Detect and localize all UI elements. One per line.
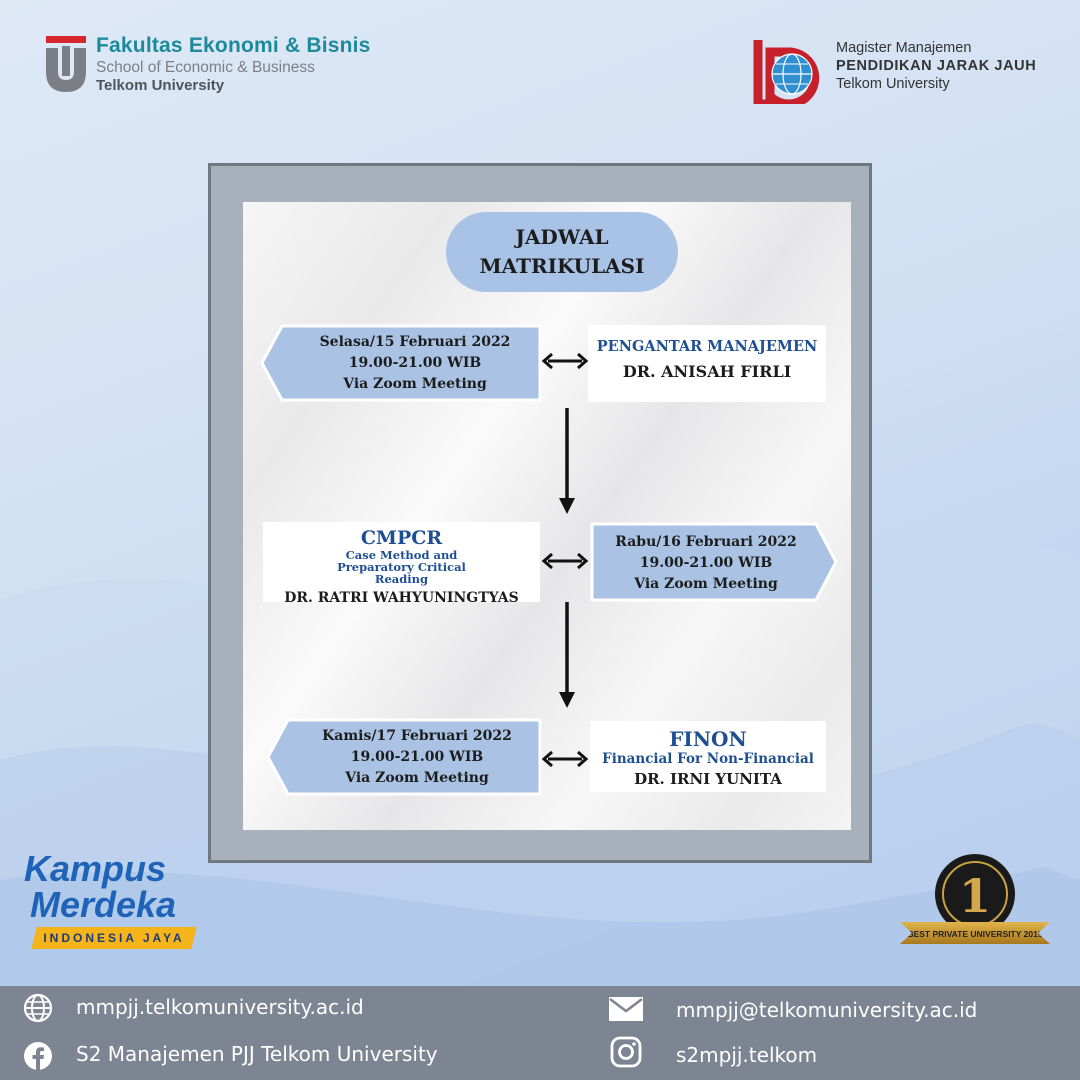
faculty-logo: Fakultas Ekonomi & Bisnis School of Econ… [46, 34, 406, 94]
program-line3: Telkom University [836, 76, 950, 92]
session-3-lecturer: DR. IRNI YUNITA [634, 770, 782, 788]
program-line1: Magister Manajemen [836, 40, 972, 56]
session-2-time: 19.00-21.00 WIB [639, 555, 773, 571]
mail-icon [609, 997, 643, 1021]
session-3-course-name: Financial For Non-Financial [602, 751, 814, 767]
double-arrow-icon [541, 552, 589, 570]
session-1-lecturer: DR. ANISAH FIRLI [622, 362, 792, 381]
session-2-place: Via Zoom Meeting [634, 576, 778, 592]
session-3-date: Kamis/17 Februari 2022 [322, 728, 512, 744]
instagram-icon [610, 1036, 642, 1068]
kampus-band: INDONESIA JAYA [31, 927, 197, 949]
footer-website[interactable]: mmpjj.telkomuniversity.ac.id [76, 995, 364, 1019]
footer-instagram[interactable]: s2mpjj.telkom [676, 1043, 818, 1067]
double-arrow-icon [541, 750, 589, 768]
title-line2: MATRIKULASI [479, 254, 645, 278]
facebook-icon [24, 1042, 52, 1070]
session-1-course-box: PENGANTAR MANAJEMEN DR. ANISAH FIRLI [588, 325, 826, 402]
rank-label: BEST PRIVATE UNIVERSITY 2019 [907, 929, 1043, 939]
best-university-badge: 1 BEST PRIVATE UNIVERSITY 2019 [900, 850, 1050, 960]
session-1-time: 19.00-21.00 WIB [348, 355, 482, 371]
session-3-date-box: Kamis/17 Februari 2022 19.00-21.00 WIB V… [266, 718, 542, 796]
right-arrow-shape [590, 522, 838, 602]
session-2-date-box: Rabu/16 Februari 2022 19.00-21.00 WIB Vi… [590, 522, 838, 602]
session-2-course-code: CMPCR [360, 527, 443, 549]
left-arrow-shape [260, 324, 542, 402]
session-1-date: Selasa/15 Februari 2022 [319, 334, 511, 350]
faculty-name: Fakultas Ekonomi & Bisnis [96, 34, 371, 57]
schedule-title: JADWAL MATRIKULASI [446, 212, 678, 292]
down-arrow-icon [559, 408, 575, 514]
program-line2: PENDIDIKAN JARAK JAUH [836, 58, 1037, 74]
kampus-line1: Kampus [24, 848, 167, 889]
contact-footer: mmpjj.telkomuniversity.ac.id S2 Manajeme… [0, 986, 1080, 1080]
session-1-course-name: PENGANTAR MANAJEMEN [596, 338, 818, 355]
globe-logo-icon [753, 40, 820, 104]
session-2-lecturer: DR. RATRI WAHYUNINGTYAS [284, 590, 519, 606]
title-line1: JADWAL [515, 225, 609, 249]
session-3-place: Via Zoom Meeting [345, 770, 489, 786]
program-logo: Magister Manajemen PENDIDIKAN JARAK JAUH… [750, 34, 1060, 104]
session-2-course-name: Case Method and Preparatory Critical Rea… [337, 548, 466, 586]
globe-icon [23, 993, 53, 1023]
footer-email[interactable]: mmpjj@telkomuniversity.ac.id [676, 998, 978, 1022]
kampus-band-text: INDONESIA JAYA [43, 931, 185, 945]
kampus-merdeka-logo: Kampus Merdeka INDONESIA JAYA [24, 840, 197, 955]
double-arrow-icon [541, 352, 589, 370]
rank-number: 1 [959, 869, 991, 923]
session-3-time: 19.00-21.00 WIB [350, 749, 484, 765]
rank-medal-icon: 1 [935, 854, 1015, 930]
footer-facebook[interactable]: S2 Manajemen PJJ Telkom University [76, 1042, 438, 1066]
session-3-course-box: FINON Financial For Non-Financial DR. IR… [590, 721, 826, 792]
down-arrow-icon [559, 602, 575, 708]
telkom-university-logo-icon [46, 36, 86, 92]
session-1-date-box: Selasa/15 Februari 2022 19.00-21.00 WIB … [260, 324, 542, 402]
session-2-date: Rabu/16 Februari 2022 [615, 534, 797, 550]
session-1-place: Via Zoom Meeting [343, 376, 487, 392]
session-2-course-box: CMPCR Case Method and Preparatory Critic… [263, 522, 540, 606]
faculty-university: Telkom University [96, 77, 225, 94]
faculty-school: School of Economic & Business [96, 59, 315, 76]
badge-ribbon: BEST PRIVATE UNIVERSITY 2019 [900, 922, 1050, 944]
left-arrow-shape [266, 718, 542, 796]
kampus-line2: Merdeka [30, 884, 177, 925]
session-3-course-code: FINON [669, 727, 747, 751]
